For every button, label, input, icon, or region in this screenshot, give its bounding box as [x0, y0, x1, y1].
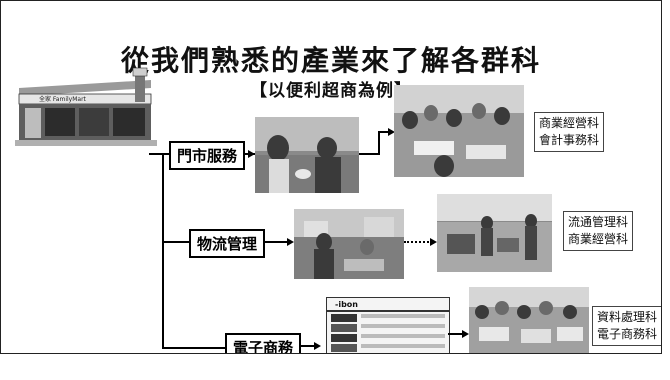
connector-branch-2-out — [265, 241, 287, 243]
connector-branch-3-right — [448, 333, 464, 335]
department-name: 會計事務科 — [539, 133, 600, 147]
diagram-frame: 從我們熟悉的產業來了解各群科 【以便利超商為例】 全家 FamilyMart 門… — [0, 0, 662, 354]
ecommerce-screen-image: -ibon — [326, 297, 450, 353]
connector-trunk-vertical — [162, 153, 164, 349]
department-box-store-service: 商業經營科 會計事務科 — [534, 112, 605, 152]
branch-label-ecommerce: 電子商務 — [225, 333, 302, 353]
arrow-icon — [462, 330, 469, 338]
connector-branch-2 — [162, 241, 190, 243]
logistics-photo — [294, 209, 404, 279]
department-name: 電子商務科 — [597, 327, 658, 341]
arrow-icon — [388, 128, 395, 136]
ibon-brand-text: -ibon — [335, 300, 358, 309]
ecommerce-class-photo — [469, 287, 589, 353]
connector-branch-3-out — [301, 345, 315, 347]
convenience-store-image: 全家 FamilyMart — [11, 66, 161, 151]
diagram-title: 從我們熟悉的產業來了解各群科 — [120, 44, 541, 77]
department-name: 商業經營科 — [568, 232, 629, 246]
store-service-class-photo — [394, 85, 524, 177]
connector-branch-3 — [162, 347, 232, 349]
arrow-icon — [287, 238, 294, 246]
store-sign-text: 全家 FamilyMart — [39, 96, 86, 103]
arrow-icon — [248, 150, 255, 158]
connector-branch-1-up — [378, 131, 380, 155]
connector-branch-1 — [162, 153, 170, 155]
arrow-icon — [430, 238, 437, 246]
department-name: 資料處理科 — [597, 310, 658, 324]
branch-label-store-service: 門市服務 — [169, 141, 246, 170]
department-box-logistics: 流通管理科 商業經營科 — [563, 211, 634, 251]
department-name: 商業經營科 — [539, 116, 600, 130]
connector-branch-1-right — [359, 153, 379, 155]
store-building-icon — [15, 67, 157, 146]
department-name: 流通管理科 — [568, 215, 629, 229]
branch-label-logistics: 物流管理 — [189, 229, 266, 258]
connector-branch-1-toclass — [378, 131, 392, 133]
diagram-subtitle: 【以便利超商為例】 — [250, 81, 412, 101]
department-box-ecommerce: 資料處理科 電子商務科 — [592, 306, 661, 346]
logistics-class-photo — [437, 194, 552, 272]
connector-store — [149, 153, 163, 155]
connector-branch-2-right — [404, 241, 432, 245]
store-service-photo — [255, 117, 359, 193]
arrow-icon — [314, 342, 321, 350]
